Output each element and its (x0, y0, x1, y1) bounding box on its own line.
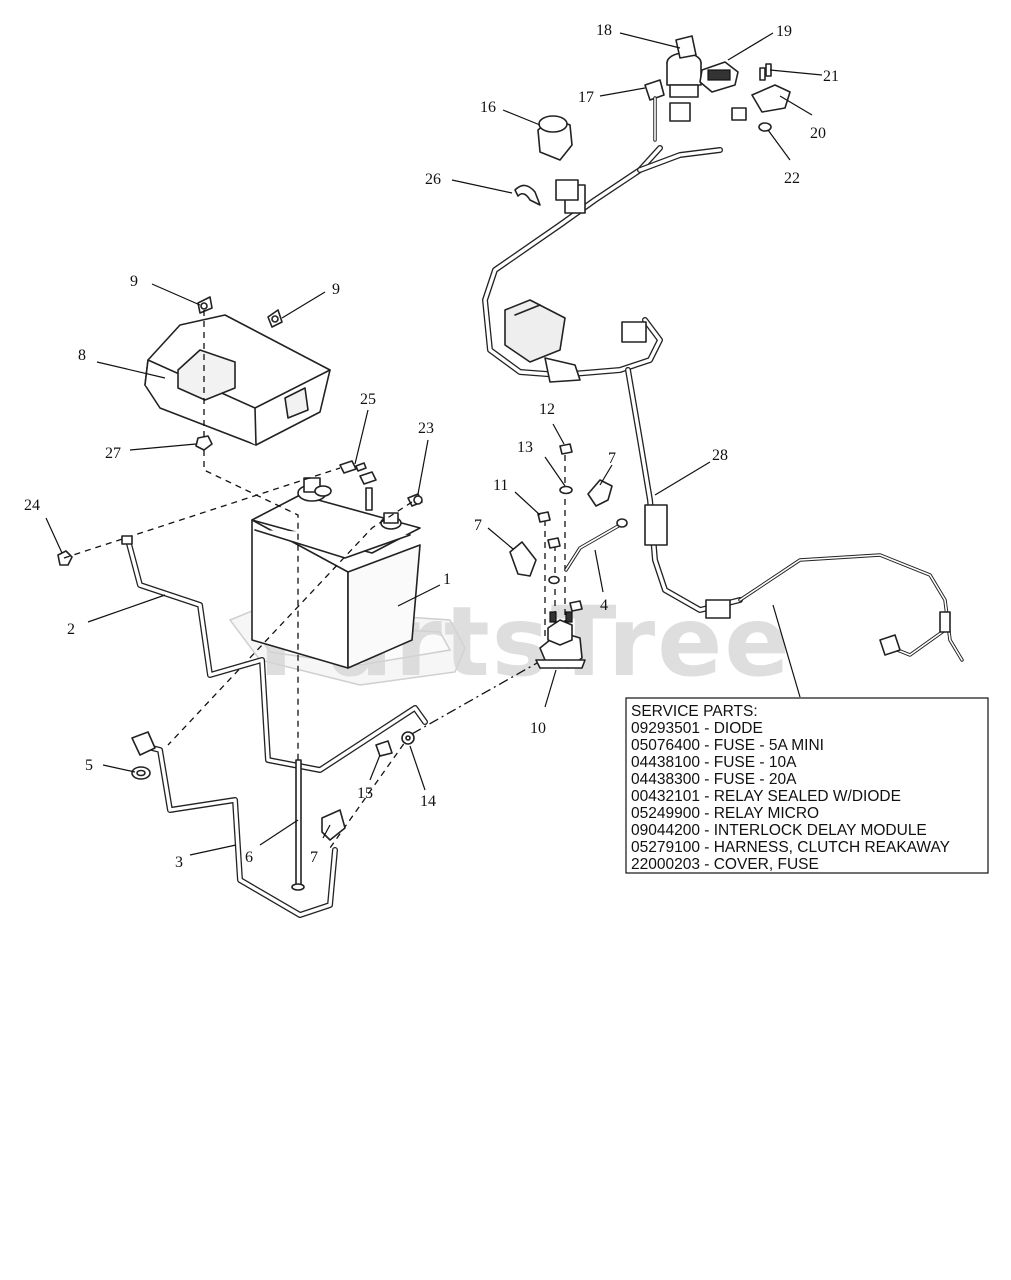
callout-18: 18 (596, 22, 612, 39)
bolt-23 (407, 493, 423, 507)
clip-22 (758, 122, 772, 132)
switch-19 (699, 61, 739, 93)
cable-4 (564, 518, 628, 572)
screws-21 (759, 63, 772, 81)
washer-14 (401, 731, 415, 745)
callout-14: 14 (420, 793, 436, 810)
clamp-26 (514, 184, 541, 206)
bolt-25 (339, 460, 377, 485)
callout-7-left: 7 (474, 517, 482, 534)
callout-7-bottom: 7 (310, 849, 318, 866)
battery-cover (144, 314, 331, 446)
callout-24: 24 (24, 497, 40, 514)
boot-7-bottom (321, 809, 346, 841)
service-part-item: 04438100 - FUSE - 10A (631, 754, 797, 771)
battery (251, 477, 421, 669)
callout-19: 19 (776, 23, 792, 40)
rod-6 (291, 759, 305, 891)
callout-9-left: 9 (130, 273, 138, 290)
callout-3: 3 (175, 854, 183, 871)
callout-9-right: 9 (332, 281, 340, 298)
service-part-item: 05076400 - FUSE - 5A MINI (631, 737, 824, 754)
washer-13 (559, 485, 573, 495)
callout-12: 12 (539, 401, 555, 418)
callout-4: 4 (600, 597, 608, 614)
boot-7-left (509, 541, 537, 577)
service-part-item: 04438300 - FUSE - 20A (631, 771, 797, 788)
callout-25: 25 (360, 391, 376, 408)
service-part-item: 05279100 - HARNESS, CLUTCH REAKAWAY (631, 839, 950, 856)
stack-hardware (547, 537, 583, 612)
callout-5: 5 (85, 757, 93, 774)
callout-26: 26 (425, 171, 441, 188)
cable-3 (131, 731, 338, 918)
leader-lines (45, 32, 823, 856)
callout-6: 6 (245, 849, 253, 866)
key-switch-18 (666, 35, 702, 122)
hardware-11 (537, 511, 551, 523)
callout-2: 2 (67, 621, 75, 638)
callout-11: 11 (493, 477, 508, 494)
screw-15 (375, 740, 393, 757)
terminal-5 (131, 766, 151, 780)
callout-16: 16 (480, 99, 496, 116)
callout-20: 20 (810, 125, 826, 142)
callout-labels: 1 2 3 4 5 6 7 7 7 8 9 9 10 11 12 13 14 1… (24, 22, 839, 871)
callout-15: 15 (357, 785, 373, 802)
service-parts-box: SERVICE PARTS: 09293501 - DIODE 05076400… (625, 697, 989, 874)
service-part-item: 09044200 - INTERLOCK DELAY MODULE (631, 822, 927, 839)
boot-7-top (587, 479, 613, 507)
callout-7-top: 7 (608, 450, 616, 467)
service-part-item: 05249900 - RELAY MICRO (631, 805, 819, 822)
nut-27 (195, 435, 213, 451)
callout-1: 1 (443, 571, 451, 588)
callout-23: 23 (418, 420, 434, 437)
switch-17 (644, 79, 665, 142)
callout-27: 27 (105, 445, 121, 462)
bolt-12 (559, 443, 573, 455)
callout-28: 28 (712, 447, 728, 464)
callout-21: 21 (823, 68, 839, 85)
callout-22: 22 (784, 170, 800, 187)
solenoid-10 (535, 611, 586, 669)
assembly-lines (63, 310, 566, 849)
harness-28 (482, 107, 964, 662)
service-part-item: 00432101 - RELAY SEALED W/DIODE (631, 788, 901, 805)
callout-10: 10 (530, 720, 546, 737)
relay-16 (537, 115, 579, 201)
wing-nut-right (267, 309, 283, 328)
wing-nut-left (197, 296, 213, 314)
service-parts-heading: SERVICE PARTS: (631, 703, 758, 720)
callout-13: 13 (517, 439, 533, 456)
service-part-item: 22000203 - COVER, FUSE (631, 856, 819, 873)
callout-17: 17 (578, 89, 594, 106)
callout-8: 8 (78, 347, 86, 364)
service-part-item: 09293501 - DIODE (631, 720, 763, 737)
cable-2 (121, 535, 428, 773)
